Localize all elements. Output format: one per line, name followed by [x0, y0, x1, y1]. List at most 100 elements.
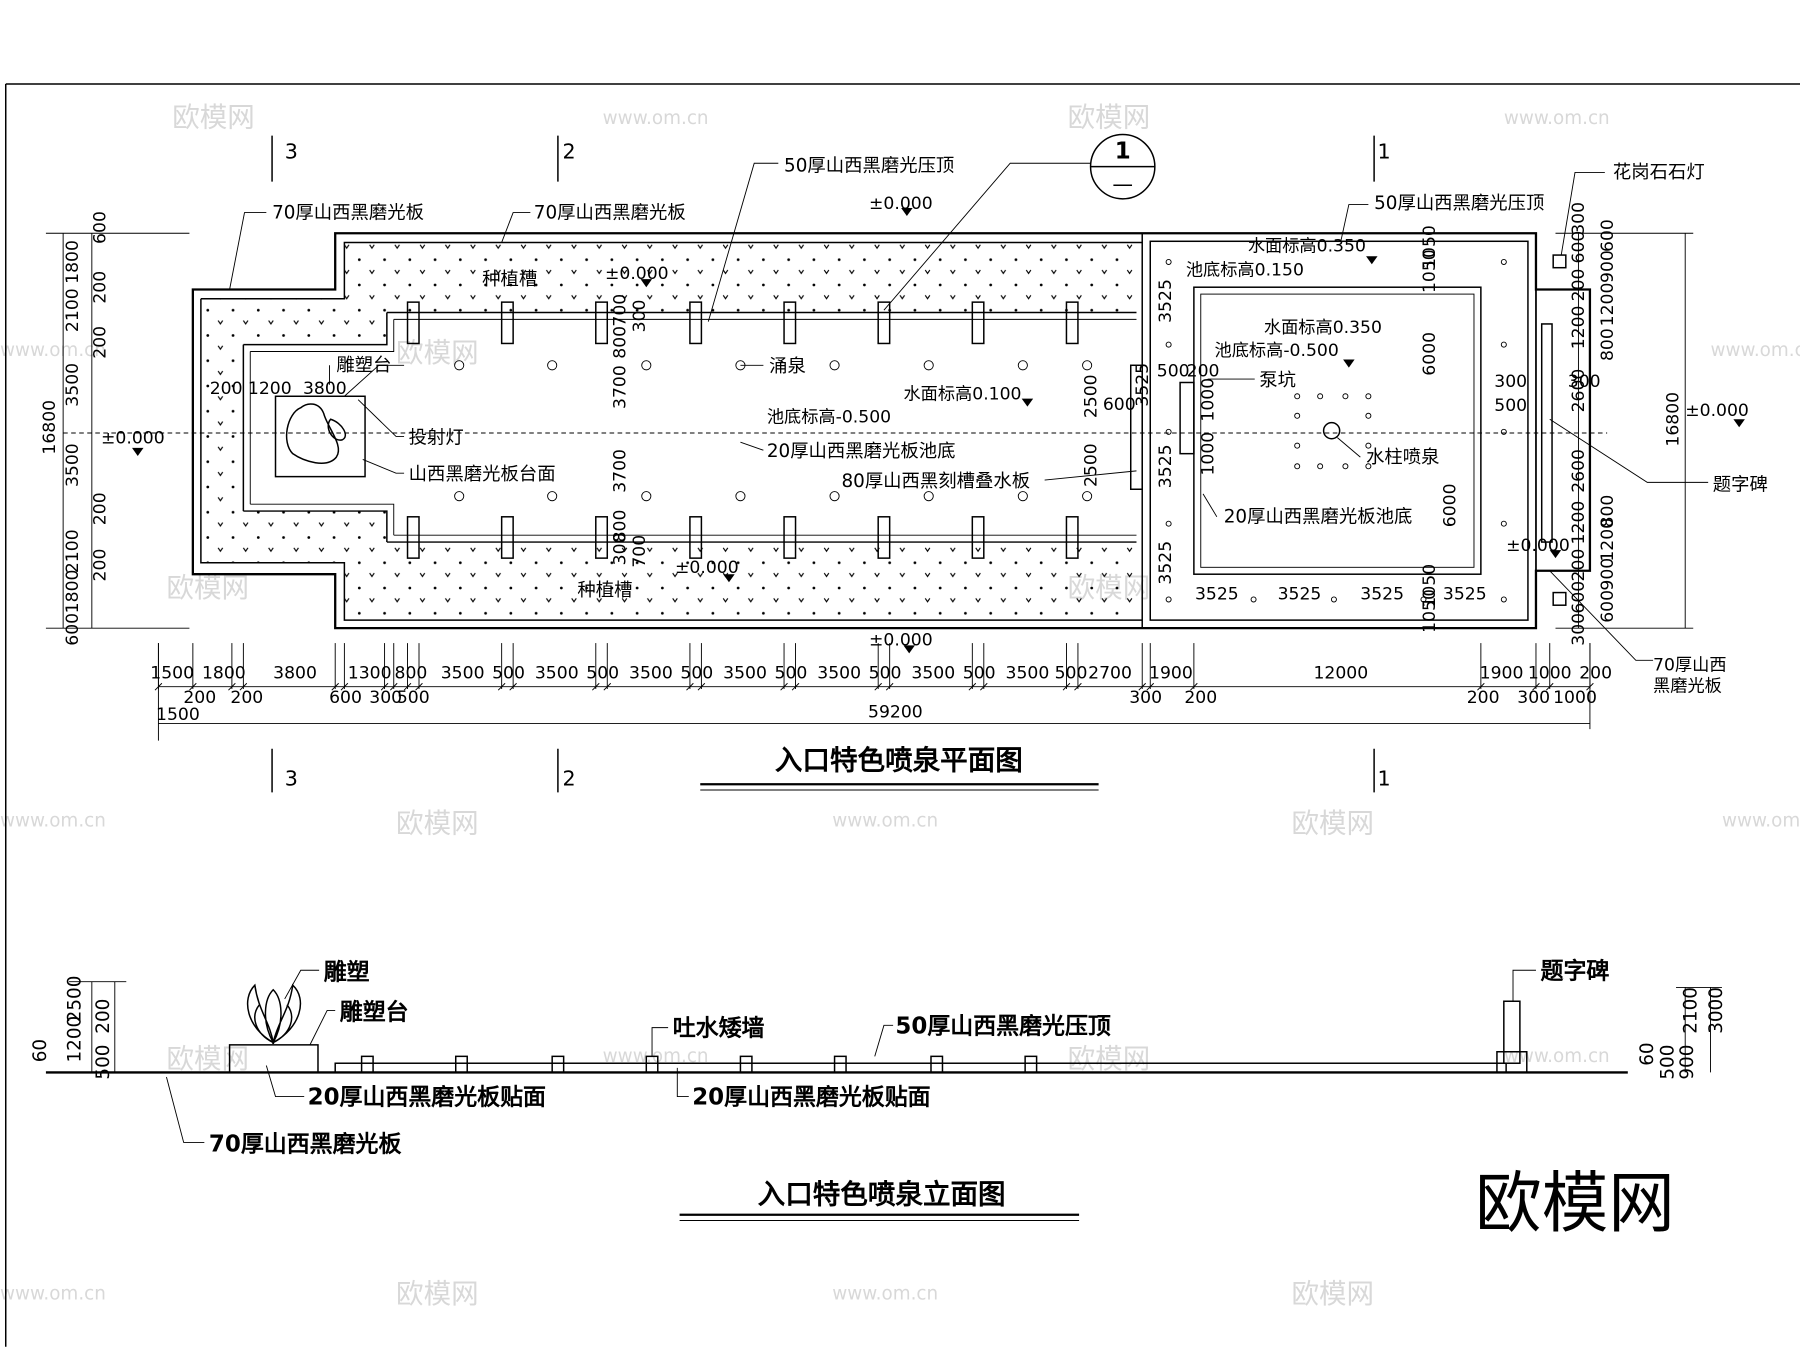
5-label: 900 — [1598, 250, 1618, 283]
nozzle — [1365, 412, 1372, 419]
1-label: 59200 — [868, 703, 923, 723]
sculpture-label: 雕塑 — [324, 958, 370, 985]
coping50-label: 50厚山西黑磨光压顶 — [895, 1013, 1110, 1039]
16-label: 6000 — [1420, 332, 1440, 376]
0-label: 200 — [183, 688, 216, 708]
25-label: 3525 — [1133, 363, 1153, 407]
watermark: 欧模网 — [396, 337, 479, 369]
24-label: 200 — [1579, 664, 1612, 684]
coping-post — [783, 301, 797, 345]
facing20-b-label: 20厚山西黑磨光板贴面 — [692, 1085, 930, 1111]
9-label: 1000 — [1553, 688, 1597, 708]
sheet-label: — — [1112, 172, 1133, 196]
watermark: www.om.cn — [832, 1284, 938, 1305]
22-label: 2500 — [1081, 374, 1101, 418]
nozzle — [1500, 258, 1507, 265]
coping-post — [500, 516, 514, 559]
28-label: 1000 — [1198, 378, 1218, 422]
coping-post — [877, 301, 891, 345]
bubbler-jet — [735, 491, 746, 502]
coping-post — [783, 516, 797, 559]
0-label: 60 — [30, 1039, 51, 1062]
8-label: 2600 — [1569, 369, 1589, 413]
nozzle — [1330, 596, 1337, 603]
0-label: 300 — [1569, 202, 1589, 235]
elev-strip-label: ±0.000 — [1506, 536, 1570, 556]
4-label: 600 — [1598, 219, 1618, 252]
nozzle — [1317, 463, 1324, 470]
bubbler-jet — [829, 360, 840, 371]
watermark: www.om.cn — [832, 811, 938, 832]
bubbler-label: 涌泉 — [769, 356, 806, 377]
elevation-post — [833, 1055, 847, 1074]
nozzle — [1420, 596, 1427, 603]
spotlight-label: 投射灯 — [409, 427, 464, 448]
nozzle — [1500, 428, 1507, 435]
17-label: 3500 — [1006, 664, 1050, 684]
watermark: 欧模网 — [1068, 101, 1151, 133]
16-label: 500 — [963, 664, 996, 684]
12-label: 500 — [775, 664, 808, 684]
bubbler-jet — [1082, 360, 1093, 371]
7-label: 3700 — [611, 449, 631, 493]
nozzle — [1342, 393, 1349, 400]
coping-post — [1065, 301, 1079, 345]
coping-post — [595, 301, 609, 345]
elevation-posts — [360, 1055, 1038, 1074]
title-label: 入口特色喷泉立面图 — [758, 1178, 1006, 1210]
bubbler-jet — [641, 491, 652, 502]
granite-lamp-label: 花岗石石灯 — [1613, 162, 1705, 183]
s1-label: 1 — [1378, 140, 1391, 164]
level-marker-icon — [1021, 398, 1034, 407]
elevation-post — [739, 1055, 753, 1074]
nozzle — [1500, 520, 1507, 527]
elevation-post — [930, 1055, 944, 1074]
water-channel — [242, 311, 1137, 543]
9-label: 3500 — [629, 664, 673, 684]
coping-post — [500, 301, 514, 345]
watermark: 欧模网 — [166, 1043, 249, 1075]
31-label: 300 — [1568, 372, 1601, 392]
0-label: 1500 — [156, 705, 200, 725]
18-label: 16800 — [1663, 392, 1683, 447]
watermark: www.om.cn — [1710, 340, 1800, 361]
nozzle — [1500, 341, 1507, 348]
elevation-post — [1024, 1055, 1038, 1074]
watermark: www.om.cn — [0, 1284, 106, 1305]
14-label: 500 — [869, 664, 902, 684]
section-lines — [271, 135, 1375, 793]
3-label: 700 — [611, 294, 631, 327]
19-label: 3525 — [1278, 584, 1322, 604]
jet-fountain-icon — [1322, 421, 1341, 440]
bubbler-jet — [454, 491, 465, 502]
level-marker-icon — [640, 279, 653, 288]
level-marker-icon — [1343, 359, 1355, 368]
slab70-c-line2-label: 黑磨光板 — [1653, 676, 1722, 696]
3-label: 300 — [369, 688, 402, 708]
coping-posts — [406, 301, 1079, 559]
nozzle — [1165, 428, 1172, 435]
nozzle — [1165, 258, 1172, 265]
elev-planter-bottom-label: ±0.000 — [675, 558, 739, 578]
level-marker-icon — [1549, 550, 1562, 559]
1-label: 1200 — [248, 379, 292, 399]
watermark: 欧模网 — [396, 807, 479, 839]
nozzle — [1365, 463, 1372, 470]
nozzle — [1294, 442, 1301, 449]
watermark: 欧模网 — [1291, 807, 1374, 839]
10-label: 700 — [630, 535, 650, 568]
number-label: 1 — [1115, 139, 1131, 165]
13-label: 3500 — [817, 664, 861, 684]
level-marker-icon — [901, 208, 913, 217]
6-label: 16800 — [40, 400, 60, 455]
1-label: 1200 — [64, 1016, 85, 1063]
pool-floor-20-a-label: 20厚山西黑磨光板池底 — [767, 441, 956, 462]
17-label: 300 — [1569, 613, 1589, 646]
9-label: 300 — [611, 533, 631, 566]
coping-post — [971, 301, 985, 345]
0-label: 200 — [210, 379, 243, 399]
sheet-frame — [4, 83, 1800, 1347]
dimension-ticks — [154, 643, 1594, 691]
watermark-layer: 欧模网 www.om.cn 欧模网 www.om.cn 欧模网 www.om.cn www.… — [0, 101, 1800, 1310]
